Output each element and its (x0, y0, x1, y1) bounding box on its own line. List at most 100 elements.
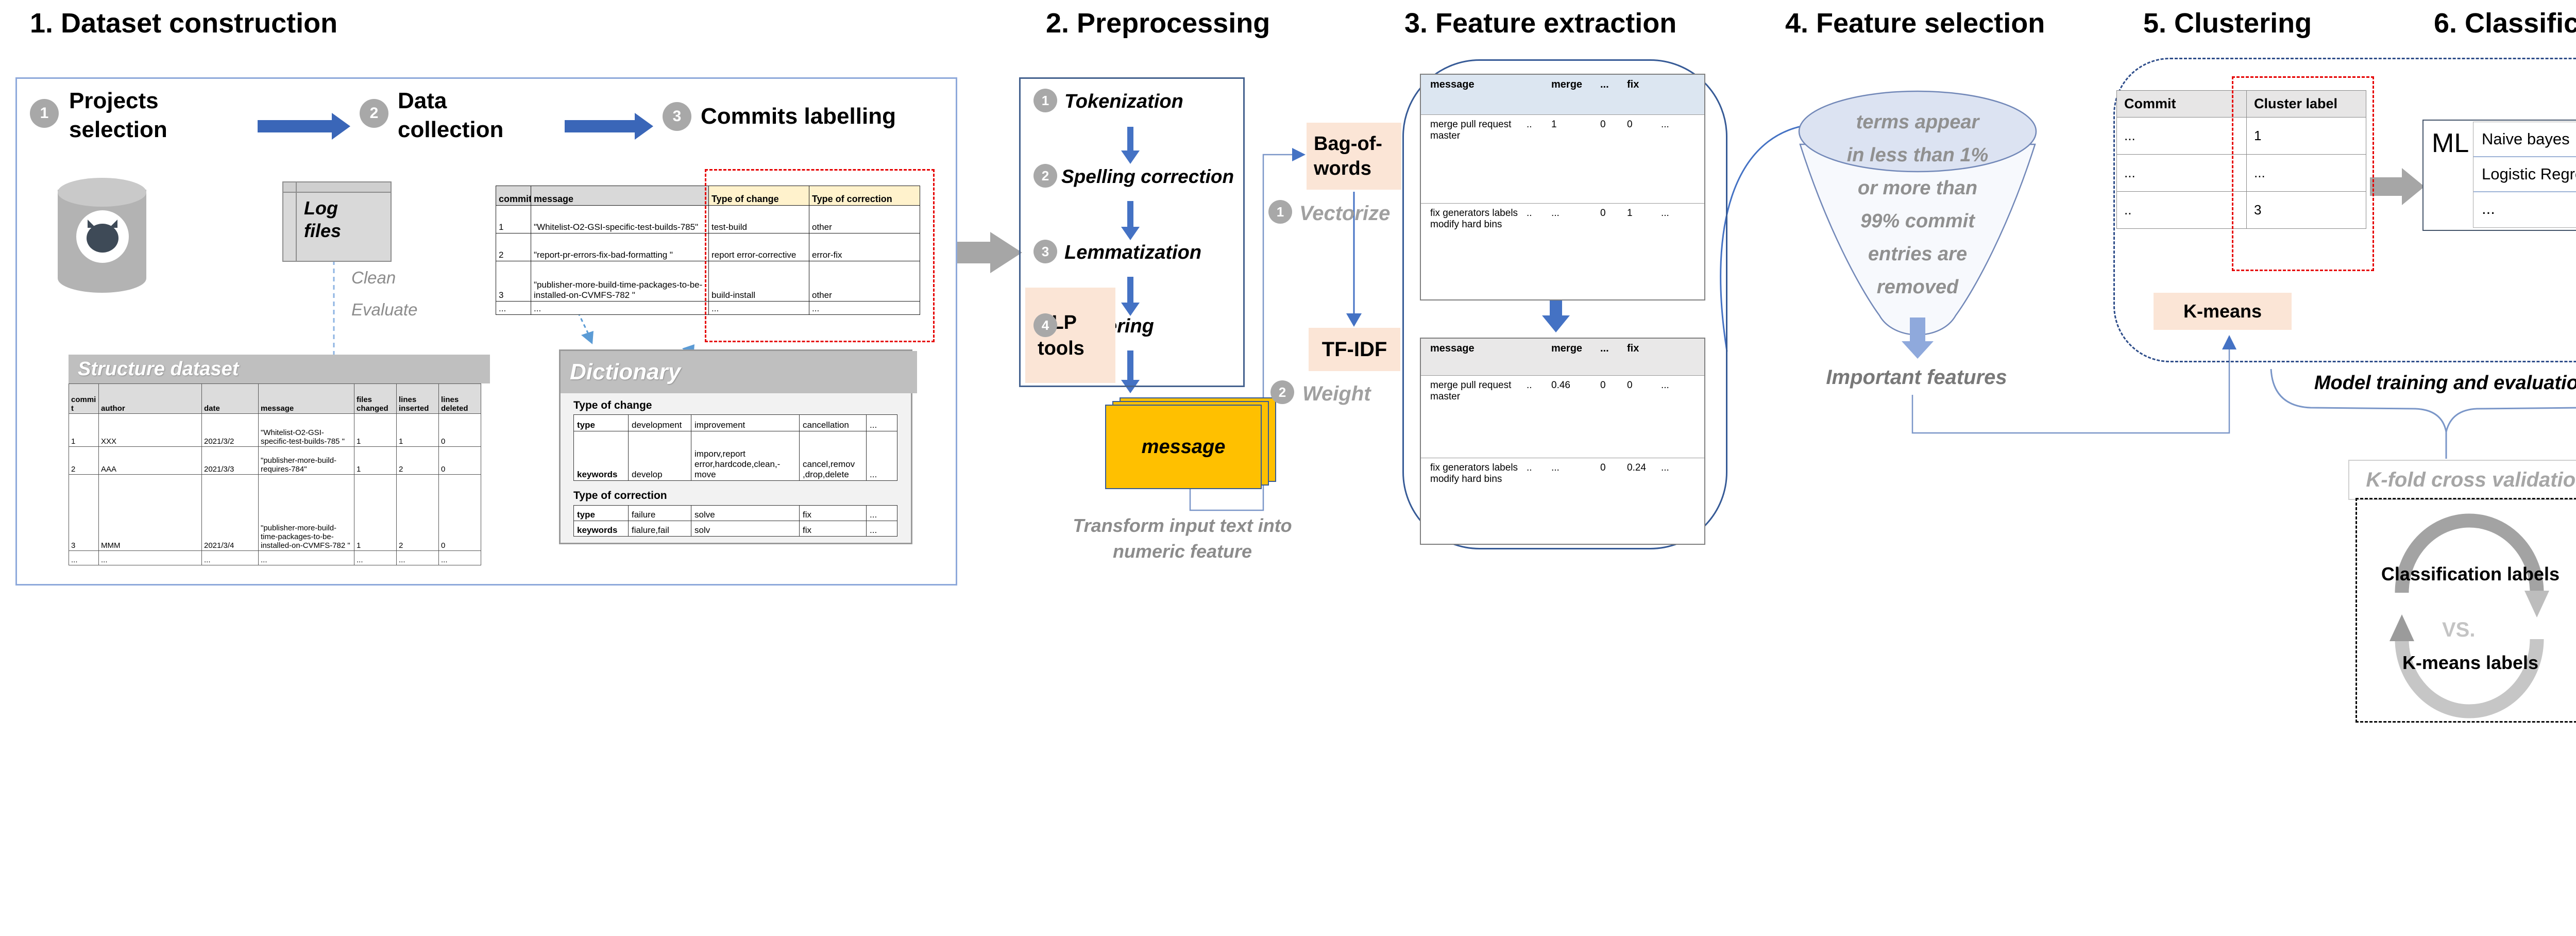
arrow-spelling-to-lemma (1121, 201, 1140, 240)
structure-cell: ... (69, 550, 99, 565)
bow-table-header: message (1420, 74, 1523, 114)
cycle-arrow-top-head (2524, 591, 2549, 617)
structure-header: lines inserted (396, 383, 439, 414)
dictionary-cell: solv (691, 521, 800, 537)
structure-header: files changed (354, 383, 397, 414)
structure-cell: AAA (98, 446, 202, 475)
tfidf-cell: 0.24 (1624, 457, 1658, 544)
bow-cell: 0 (1597, 203, 1624, 300)
structure-cell: 0 (438, 413, 481, 447)
tfidf-table-header (1523, 338, 1548, 375)
step3-circle: 3 (663, 102, 691, 131)
cluster-table: Commit Cluster label ... 1 ... ... .. 3 (2116, 90, 2366, 229)
commits-cell: "report-pr-errors-fix-bad-formatting " (531, 233, 709, 261)
dictionary-cell: imporv,report error,hardcode,clean,-move (691, 431, 800, 481)
kmeans-box: K-means (2154, 293, 2292, 330)
dictionary-cell: fialure,fail (628, 521, 691, 537)
important-features-label: Important features (1826, 366, 2007, 389)
arrow-bow-to-tfidf-head (1346, 313, 1362, 327)
arrow-funnel-to-important (1902, 317, 1934, 359)
bow-table-header: ... (1597, 74, 1624, 114)
bow-cell: ... (1658, 203, 1705, 300)
structure-cell: ... (258, 550, 354, 565)
section5-title: 5. Clustering (2143, 8, 2312, 39)
structure-cell: "publisher-more-build-time-packages-to-b… (258, 474, 354, 551)
dictionary-cell: cancel,remov ,drop,delete (799, 431, 867, 481)
evaluate-label: Evaluate (351, 300, 418, 319)
prep-step1-label: Tokenization (1064, 91, 1183, 112)
prep-step1-circle: 1 (1033, 89, 1057, 112)
tfidf-cell: ... (1658, 457, 1705, 544)
dictionary-cell: solve (691, 505, 800, 521)
structure-cell: 1 (354, 474, 397, 551)
funnel-line: in less than 1% (1846, 144, 1989, 166)
weight-label: Weight (1302, 382, 1371, 405)
clean-label: Clean (351, 268, 396, 287)
vectorize-label: Vectorize (1299, 202, 1391, 225)
tfidf-table-row: merge pull request master .. 0.46 0 0 ..… (1420, 375, 1705, 458)
dictionary-cell: ... (866, 505, 897, 521)
structure-cell: 1 (354, 446, 397, 475)
bow-cell: 1 (1548, 114, 1597, 203)
commits-header-change: Type of change (708, 186, 809, 206)
ml-model-more: ... (2473, 192, 2576, 225)
cluster-header-commit: Commit (2116, 90, 2247, 118)
commits-cell: other (809, 205, 920, 233)
dictionary-change-table: type development improvement cancellatio… (573, 414, 897, 481)
structure-cell: 1 (354, 413, 397, 447)
tfidf-cell: .. (1523, 457, 1548, 544)
funnel-line: removed (1876, 276, 1959, 298)
arrow-token-to-spelling (1121, 127, 1140, 164)
connector-message-to-bow-head (1292, 148, 1306, 161)
dictionary-cell: keywords (573, 431, 629, 481)
commits-header-commit: commit (496, 186, 531, 206)
kmeans-labels-text: K-means labels (2402, 652, 2539, 673)
transform-caption: Transform input text into numeric featur… (1073, 515, 1292, 562)
tfidf-feature-table: message merge ... fix merge pull request… (1420, 338, 1705, 545)
cluster-cell: 3 (2246, 191, 2366, 229)
ml-model-naive-bayes: Naive bayes (2473, 122, 2576, 157)
bow-cell: merge pull request master (1420, 114, 1523, 203)
dataset-construction-box (15, 77, 957, 586)
tfidf-table-header (1658, 338, 1705, 375)
tfidf-cell: ... (1658, 375, 1705, 458)
step3-label: Commits labelling (701, 104, 896, 129)
bow-table-row: fix generators labels modify hard bins .… (1420, 203, 1705, 300)
structure-cell: ... (98, 550, 202, 565)
step1-circle: 1 (30, 99, 59, 128)
dictionary-cell: cancellation (799, 414, 867, 431)
structure-cell: 0 (438, 474, 481, 551)
commits-cell: test-build (708, 205, 809, 233)
section4-title: 4. Feature selection (1785, 8, 2045, 39)
dictionary-row: keywords develop imporv,report error,har… (573, 431, 897, 481)
prep-step4-circle: 4 (1033, 313, 1057, 337)
message-label: message (1141, 436, 1226, 458)
kfold-label: K-fold cross validation (2366, 468, 2576, 491)
bow-cell: .. (1523, 114, 1548, 203)
structure-dataset-title: Structure dataset (69, 355, 490, 383)
octocat-head (87, 224, 118, 253)
arrow-filter-to-message (1121, 350, 1140, 393)
tfidf-box: TF-IDF (1309, 328, 1400, 371)
arrow-lemma-to-filter (1121, 277, 1140, 316)
funnel-line: or more than (1857, 177, 1978, 199)
bow-cell: ... (1548, 203, 1597, 300)
dictionary-correction-table: type failure solve fix ... keywords fial… (573, 505, 897, 537)
dictionary-cell: type (573, 414, 629, 431)
tfidf-cell: 0 (1597, 375, 1624, 458)
structure-cell: ... (396, 550, 439, 565)
structure-row: 3 MMM 2021/3/4 "publisher-more-build-tim… (69, 474, 481, 551)
dictionary-row: keywords fialure,fail solv fix ... (573, 521, 897, 537)
ml-model-logistic-regression: Logistic Regression (2473, 157, 2576, 192)
structure-cell: 2021/3/4 (201, 474, 259, 551)
structure-row: 2 AAA 2021/3/3 "publisher-more-build-req… (69, 446, 481, 475)
commits-row: 1 "Whitelist-O2-GSI-specific-test-builds… (496, 205, 920, 233)
dictionary-change-label: Type of change (573, 399, 652, 411)
bag-of-words-box: Bag-of-words (1307, 123, 1401, 190)
bow-table-header: fix (1624, 74, 1658, 114)
dashed-arrow-to-structure (577, 312, 590, 337)
bow-table-header: merge (1548, 74, 1597, 114)
bow-table-header (1523, 74, 1548, 114)
structure-cell: 2021/3/3 (201, 446, 259, 475)
step2-circle: 2 (360, 99, 388, 128)
